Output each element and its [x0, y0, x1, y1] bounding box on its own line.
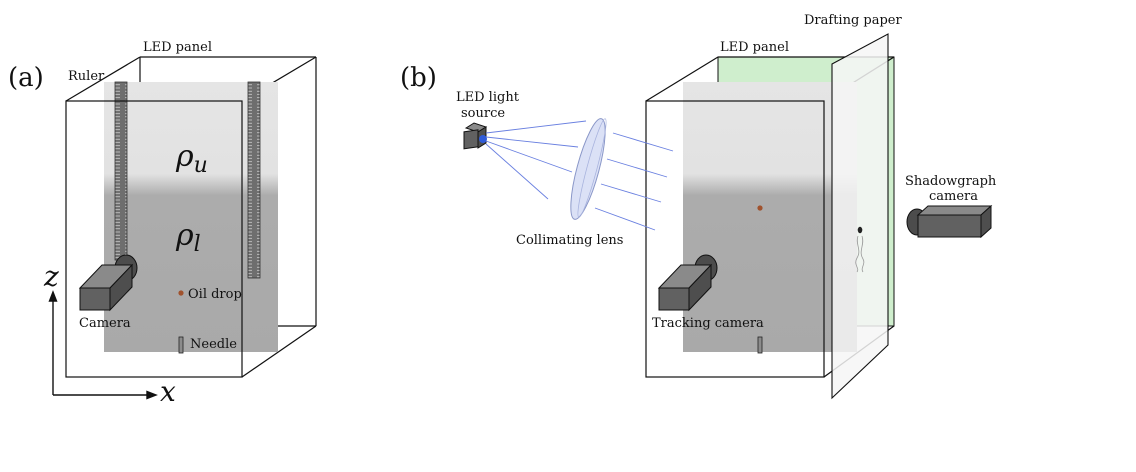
needle-b	[757, 336, 763, 354]
lower-density-label: ρl	[175, 218, 201, 257]
tracking-camera	[657, 254, 718, 312]
ruler-right	[247, 81, 261, 279]
drafting-paper-label: Drafting paper	[804, 13, 902, 28]
axis-z-label: z	[43, 260, 59, 293]
tank-b-front-face	[645, 100, 825, 378]
led-source-label-1: LED light	[456, 90, 520, 105]
upper-density-label: ρu	[175, 139, 208, 178]
lens-label: Collimating lens	[516, 233, 623, 248]
panel-b-tag: (b)	[400, 63, 437, 93]
tank-a-front-face	[65, 100, 243, 378]
camera-a-front	[79, 287, 111, 311]
shadowgraph-camera	[906, 204, 993, 239]
camera-a	[78, 254, 138, 312]
shadowgraph-camera-label-2: camera	[929, 189, 978, 204]
axes-arrows	[48, 290, 158, 400]
oil-drop-a	[178, 290, 184, 296]
drafting-paper	[831, 33, 889, 400]
needle-a	[178, 336, 184, 354]
led-panel-b-label: LED panel	[720, 40, 789, 55]
ruler-left	[114, 81, 128, 261]
needle-label: Needle	[190, 337, 237, 352]
led-source-emitter	[479, 135, 487, 143]
camera-a-label: Camera	[79, 316, 131, 331]
oil-drop-label: Oil drop	[188, 287, 242, 302]
panel-a: (a) LED panel Ruler ρu ρl	[8, 40, 317, 408]
tracking-camera-label: Tracking camera	[652, 316, 764, 331]
led-panel-a-label: LED panel	[143, 40, 212, 55]
shadowgraph-camera-label-1: Shadowgraph	[905, 174, 997, 189]
axis-x-label: x	[160, 375, 176, 408]
stratified-fluid-b	[683, 82, 857, 352]
panel-b: (b) Tracking	[400, 13, 997, 400]
led-source-label-2: source	[461, 106, 505, 121]
diverging-rays	[485, 120, 587, 200]
collimated-rays	[594, 132, 674, 231]
oil-drop-b	[757, 205, 763, 211]
shadow-drop	[857, 226, 863, 234]
panel-a-tag: (a)	[8, 63, 44, 93]
collimating-lens	[570, 118, 607, 220]
ruler-label: Ruler	[68, 69, 105, 84]
shadow-plume	[855, 235, 865, 273]
